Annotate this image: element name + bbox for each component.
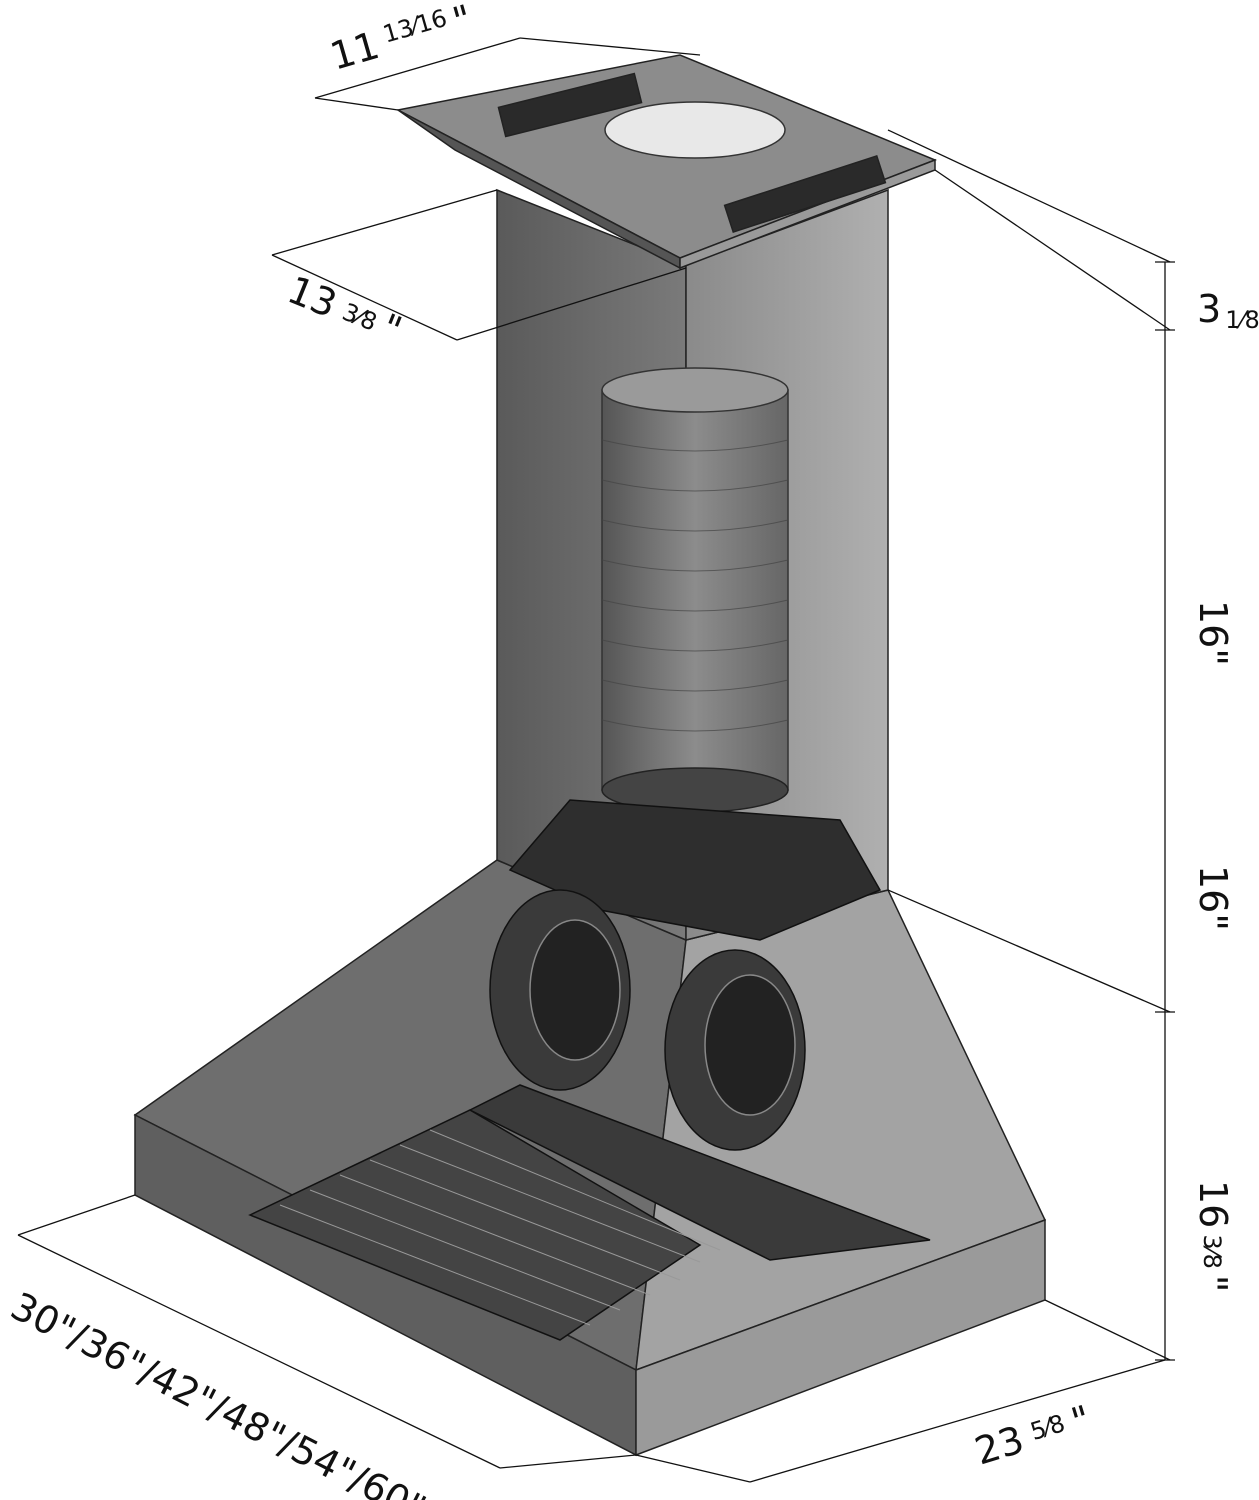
filter-left bbox=[248, 1109, 702, 1341]
blower-fan-left bbox=[489, 889, 631, 1091]
dimension-lines bbox=[17, 37, 1175, 1483]
dim-hood-depth: 235⁄8" bbox=[970, 1397, 1096, 1474]
dim-cap-depth: 1113⁄16" bbox=[325, 0, 476, 79]
dim-chimney-lower: 16" bbox=[1191, 865, 1235, 931]
dim-chimney-upper: 16" bbox=[1191, 600, 1235, 666]
duct-cylinder bbox=[601, 367, 789, 813]
dim-hood-height: 163⁄8" bbox=[1191, 1180, 1235, 1292]
top-cap bbox=[395, 54, 938, 270]
duct-opening bbox=[604, 101, 786, 159]
chimney bbox=[489, 188, 889, 1151]
dim-cap-width: 133⁄8" bbox=[282, 268, 408, 353]
filter-right bbox=[468, 1084, 931, 1261]
blower-fan-right bbox=[664, 949, 806, 1151]
